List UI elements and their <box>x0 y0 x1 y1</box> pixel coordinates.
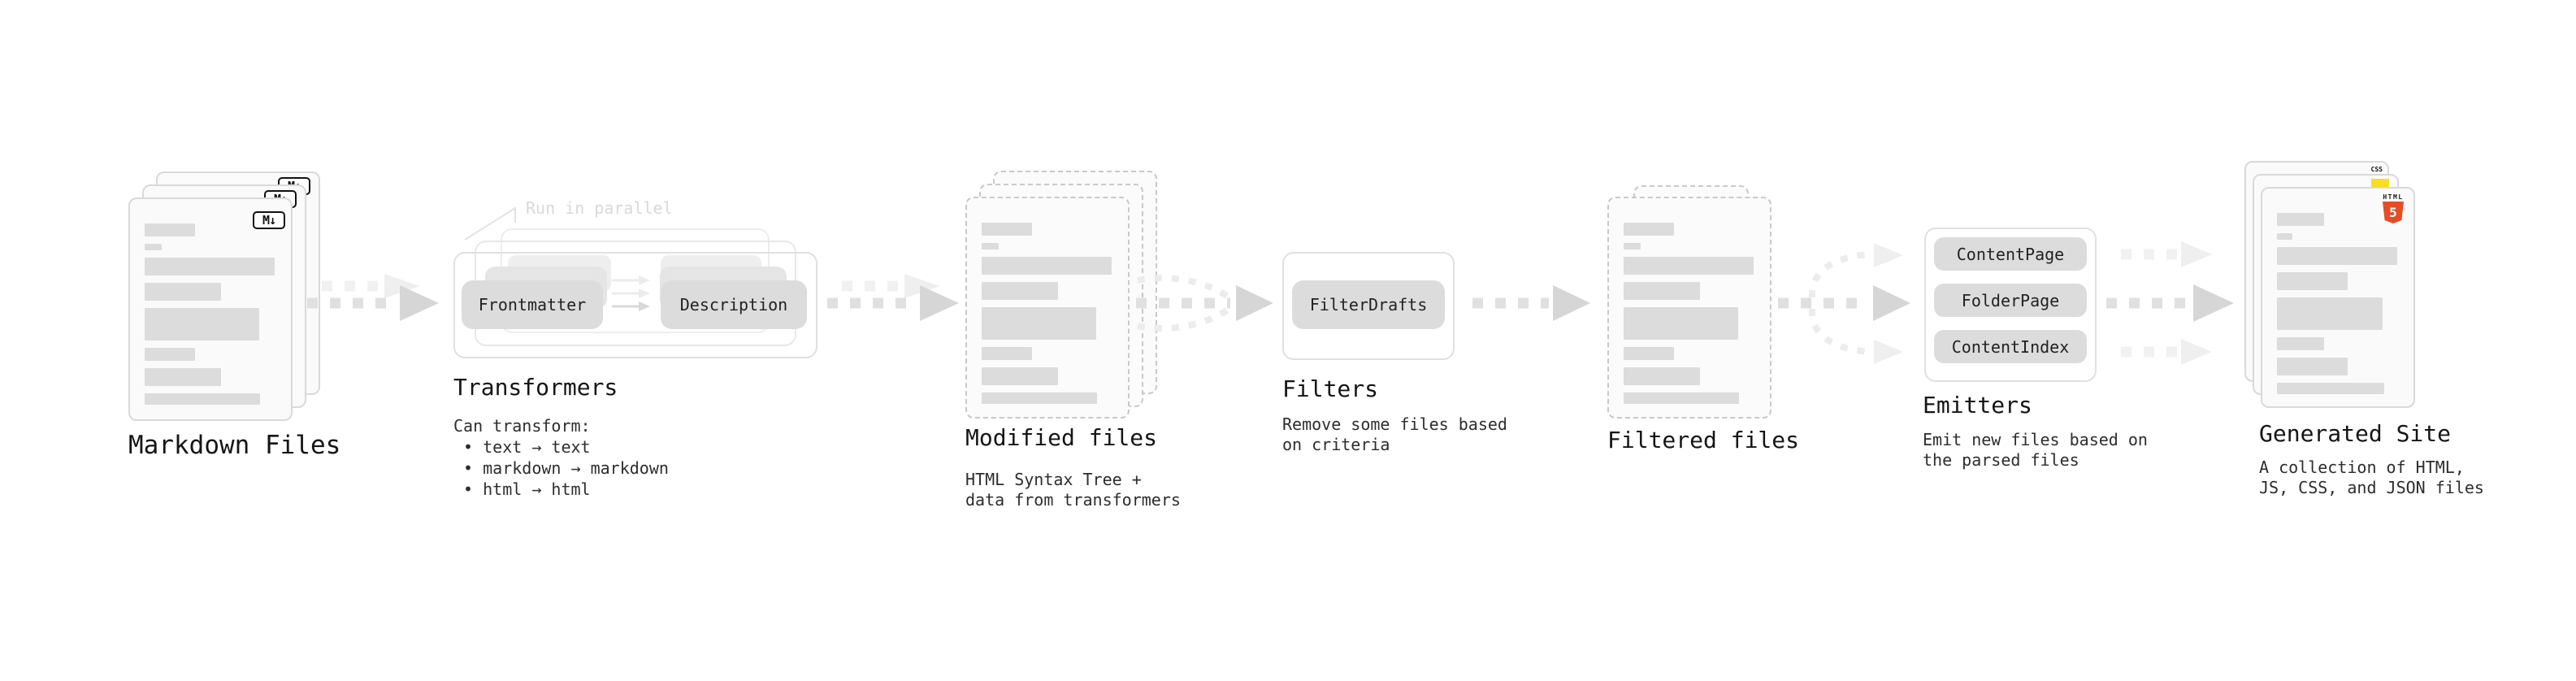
content-bar <box>145 393 261 405</box>
content-bar <box>1624 243 1641 249</box>
description-line: JS, CSS, and JSON files <box>2259 478 2484 497</box>
content-bar <box>145 244 162 250</box>
content-bar <box>2277 337 2324 350</box>
arrow-transformers-to-modified <box>827 274 959 321</box>
filters-description: Remove some files based on criteria <box>1282 414 1507 455</box>
transformer-box-front <box>453 252 817 358</box>
content-bar <box>1624 257 1754 275</box>
content-bar <box>2277 358 2348 375</box>
description-line: • text → text <box>453 437 591 457</box>
content-bar <box>1624 282 1701 300</box>
content-bar <box>2277 297 2383 330</box>
html5-icon-shield: 5 <box>2383 202 2404 223</box>
content-bar <box>2277 213 2324 226</box>
content-bar <box>145 348 196 361</box>
content-bar <box>982 307 1096 340</box>
description-line: • markdown → markdown <box>453 458 669 478</box>
emitter-pill-folder-page: FolderPage <box>1934 284 2087 317</box>
content-bar <box>1624 393 1740 404</box>
content-bar <box>145 223 196 236</box>
transformer-output-pill: Description <box>661 280 807 329</box>
content-bar <box>982 282 1059 300</box>
emitters-description: Emit new files based on the parsed files <box>1923 430 2148 471</box>
emitter-pill-content-index: ContentIndex <box>1934 330 2087 363</box>
stage-emitters: ContentPage FolderPage ContentIndex Emit… <box>1923 228 2183 496</box>
document-content-placeholder <box>1624 223 1754 411</box>
document-content-placeholder <box>982 223 1112 411</box>
markdown-icon: M↓ <box>253 211 285 229</box>
content-bar <box>982 257 1112 275</box>
stage-modified-files: Modified files HTML Syntax Tree + data f… <box>965 171 1225 520</box>
description-line: A collection of HTML, <box>2259 458 2465 477</box>
stage-label-filtered-files: Filtered files <box>1607 427 1800 453</box>
modified-files-description: HTML Syntax Tree + data from transformer… <box>965 470 1181 510</box>
html5-icon-word: HTML <box>2383 193 2404 201</box>
modified-file-card-front <box>965 197 1130 419</box>
content-bar <box>2277 383 2384 394</box>
content-bar <box>145 258 275 275</box>
emitter-pill-content-page: ContentPage <box>1934 237 2087 271</box>
content-bar <box>982 367 1059 385</box>
stage-label-filters: Filters <box>1282 375 1379 402</box>
content-bar <box>2277 233 2293 240</box>
stage-markdown-files: M↓ M↓ M↓ Markdown Files <box>128 171 388 513</box>
content-bar <box>982 243 999 249</box>
run-in-parallel-annotation: Run in parallel <box>526 198 673 218</box>
document-content-placeholder <box>2277 213 2397 401</box>
description-line: Emit new files based on <box>1923 430 2148 449</box>
document-content-placeholder <box>145 223 275 412</box>
transformer-input-pill: Frontmatter <box>462 280 603 329</box>
filters-box <box>1282 252 1455 360</box>
markdown-file-card-front: M↓ <box>128 197 293 421</box>
generated-file-card-html: HTML 5 <box>2261 187 2415 408</box>
content-bar <box>982 223 1033 236</box>
content-bar <box>145 368 222 386</box>
stage-label-transformers: Transformers <box>453 374 618 401</box>
stage-generated-site: CSS HTML 5 Generated Site A collection o… <box>2244 161 2576 518</box>
filtered-file-card-front <box>1607 197 1772 419</box>
description-line: on criteria <box>1282 435 1390 454</box>
content-bar <box>145 283 222 301</box>
description-line: data from transformers <box>965 490 1181 510</box>
content-bar <box>1624 223 1675 236</box>
description-line: the parsed files <box>1923 450 2079 470</box>
stage-label-emitters: Emitters <box>1923 392 2032 419</box>
description-line: HTML Syntax Tree + <box>965 470 1142 489</box>
stage-label-markdown-files: Markdown Files <box>128 431 341 460</box>
stage-filtered-files: Filtered files <box>1607 185 1867 462</box>
emitters-box <box>1924 228 2097 382</box>
stage-filters: FilterDrafts Filters Remove some files b… <box>1282 252 1542 520</box>
content-bar <box>1624 347 1675 360</box>
content-bar <box>2277 247 2397 265</box>
description-line: Can transform: <box>453 416 591 436</box>
description-line: • html → html <box>453 479 591 499</box>
content-bar <box>2277 272 2348 290</box>
transformers-description: Can transform: • text → text • markdown … <box>453 415 669 500</box>
generated-site-description: A collection of HTML, JS, CSS, and JSON … <box>2259 458 2484 498</box>
description-line: Remove some files based <box>1282 414 1507 434</box>
content-bar <box>145 308 259 340</box>
stage-label-generated-site: Generated Site <box>2259 420 2452 447</box>
stage-label-modified-files: Modified files <box>965 424 1158 451</box>
javascript-icon <box>2371 179 2389 189</box>
content-bar <box>982 393 1098 404</box>
filter-drafts-pill: FilterDrafts <box>1292 280 1445 329</box>
content-bar <box>982 347 1033 360</box>
content-bar <box>1624 307 1738 340</box>
content-bar <box>1624 367 1701 385</box>
html5-icon: HTML 5 <box>2381 193 2405 223</box>
stage-transformers: Frontmatter Description Run in parallel … <box>453 195 835 536</box>
